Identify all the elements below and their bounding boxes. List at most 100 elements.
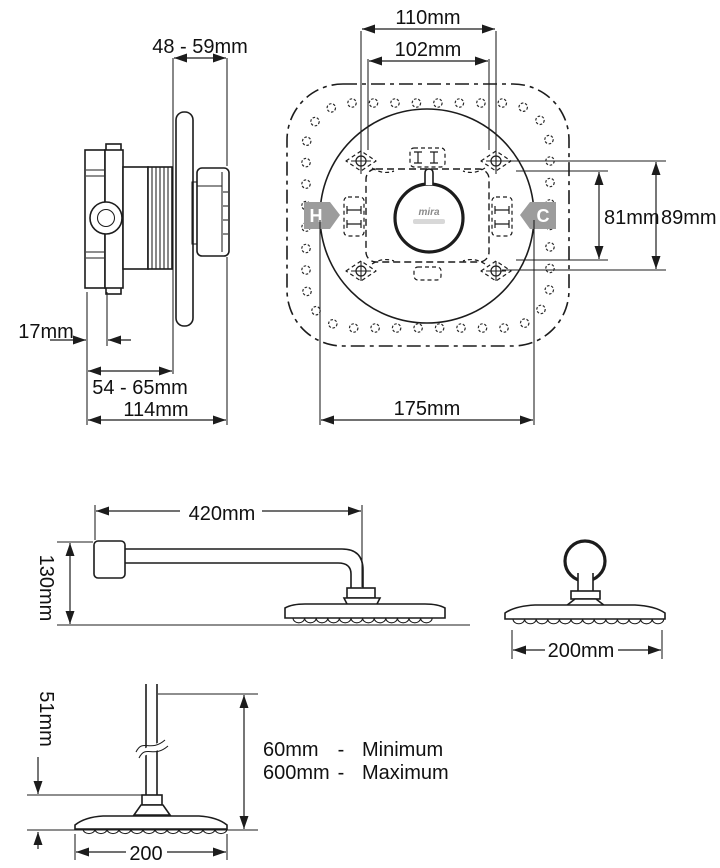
screw-hole xyxy=(327,318,338,329)
arm-tube-inner xyxy=(125,562,352,588)
ceiling-cone xyxy=(132,804,172,816)
wall-plate-side xyxy=(175,111,194,327)
screw-hole xyxy=(544,134,554,145)
brand-logo-subtext-bar xyxy=(413,219,445,224)
screw-hole xyxy=(536,304,546,315)
pipe-break-mark xyxy=(135,739,166,753)
screw-hole xyxy=(545,177,555,188)
screw-hole xyxy=(413,323,423,333)
screw-hole xyxy=(302,286,312,297)
top-port-ibeam-right xyxy=(430,151,438,164)
screw-hole xyxy=(301,179,311,189)
ceiling-head-disc xyxy=(74,815,228,830)
head-front-nozzles xyxy=(512,618,665,625)
dim-wall-range: 54 - 65mm xyxy=(92,377,188,399)
ceiling-head-nozzles xyxy=(82,828,228,835)
dim-fixing-width-inner: 102mm xyxy=(395,39,462,61)
dim-depth-range: 48 - 59mm xyxy=(152,36,248,58)
screw-hole xyxy=(477,323,488,333)
recess-outline xyxy=(286,83,570,347)
screw-hole xyxy=(454,98,465,108)
screw-hole xyxy=(456,323,466,333)
valve-side-view: 48 - 59mm 17mm 54 - 65mm 114mm xyxy=(18,36,248,425)
screw-hole xyxy=(310,116,320,127)
screw-hole xyxy=(434,323,445,333)
dim-minimum-separator: - xyxy=(338,739,345,761)
cold-port-ibeam-top xyxy=(494,206,510,214)
brand-logo: mira xyxy=(418,207,440,218)
top-port-outline xyxy=(409,147,446,168)
screw-hole xyxy=(544,284,555,295)
top-port-ibeam-left xyxy=(414,151,422,164)
inlet-port-outer xyxy=(89,201,123,235)
hot-port-ibeam-bottom xyxy=(346,220,362,228)
screw-hole xyxy=(391,323,402,333)
dim-fixing-width-outer: 110mm xyxy=(395,7,460,29)
dim-fixing-height-inner: 81mm xyxy=(604,207,660,229)
screw-hole xyxy=(301,136,312,146)
hot-port-ibeam-top xyxy=(346,206,362,214)
dim-plate-diameter: 175mm xyxy=(394,398,461,420)
dim-maximum-separator: - xyxy=(338,762,345,784)
screw-hole xyxy=(370,323,380,333)
head-side-nozzles xyxy=(292,617,433,624)
arm-nut xyxy=(346,587,376,599)
screw-hole xyxy=(301,157,311,168)
control-knob-front xyxy=(393,182,465,254)
valve-body-outline xyxy=(365,168,490,263)
shower-head-front-view: 200mm xyxy=(504,539,666,662)
knob-pointer-tab xyxy=(424,168,434,185)
control-knob-side xyxy=(196,167,230,257)
screw-hole xyxy=(411,98,422,108)
head-front-disc xyxy=(504,604,666,620)
screw-hole xyxy=(545,263,555,274)
screw-hole xyxy=(390,98,400,108)
dim-arm-drop: 130mm xyxy=(35,555,57,622)
screw-hole xyxy=(545,242,555,252)
dim-minimum-value: 60mm xyxy=(263,739,319,761)
dim-minimum-label: Minimum xyxy=(362,739,443,761)
inlet-port-inner xyxy=(96,208,116,228)
cold-label: C xyxy=(537,206,550,226)
arm-tube-outer xyxy=(125,548,364,588)
screw-hole xyxy=(347,98,357,108)
dim-maximum-label: Maximum xyxy=(362,762,449,784)
screw-hole xyxy=(326,103,337,113)
screw-hole xyxy=(518,102,528,112)
ceiling-shower-view: 51mm 60mm - Minimum 600mm - Maximum 200 xyxy=(27,684,449,865)
dim-head-diameter: 200mm xyxy=(548,640,615,662)
screw-hole xyxy=(348,323,359,333)
fixing-hole-bottom-left xyxy=(345,258,395,282)
hot-label: H xyxy=(310,206,323,226)
screw-hole xyxy=(499,323,509,333)
valve-cylinder xyxy=(122,166,149,270)
head-collar xyxy=(570,590,601,600)
shower-arm-side-view: 420mm 130mm xyxy=(35,503,470,626)
dim-head-depth: 51mm xyxy=(35,691,57,747)
arm-wall-flange xyxy=(93,540,126,579)
screw-hole xyxy=(301,265,311,275)
screw-hole xyxy=(433,98,443,108)
hot-indicator-tag: H xyxy=(304,202,340,229)
fixing-hole-bottom-right xyxy=(462,258,512,282)
pipe-break-mark2 xyxy=(138,745,169,759)
dim-fixing-height-outer: 89mm xyxy=(661,207,717,229)
dim-bracket-offset: 17mm xyxy=(18,321,74,343)
screw-hole xyxy=(368,98,379,108)
screw-hole xyxy=(519,318,530,328)
screw-hole xyxy=(311,305,321,316)
cold-indicator-tag: C xyxy=(520,202,556,229)
screw-hole xyxy=(535,115,545,126)
ceiling-collar xyxy=(141,794,163,806)
screw-hole xyxy=(476,98,486,108)
head-side-disc xyxy=(284,603,446,619)
valve-front-view: mira H C 110mm 102mm xyxy=(286,7,717,425)
dim-maximum-value: 600mm xyxy=(263,762,330,784)
cold-port-ibeam-bottom xyxy=(494,220,510,228)
bottom-port-outline xyxy=(413,266,442,281)
screw-hole xyxy=(497,98,508,108)
dim-arm-length: 420mm xyxy=(189,503,256,525)
dim-ceiling-head-diameter: 200 xyxy=(129,843,162,865)
